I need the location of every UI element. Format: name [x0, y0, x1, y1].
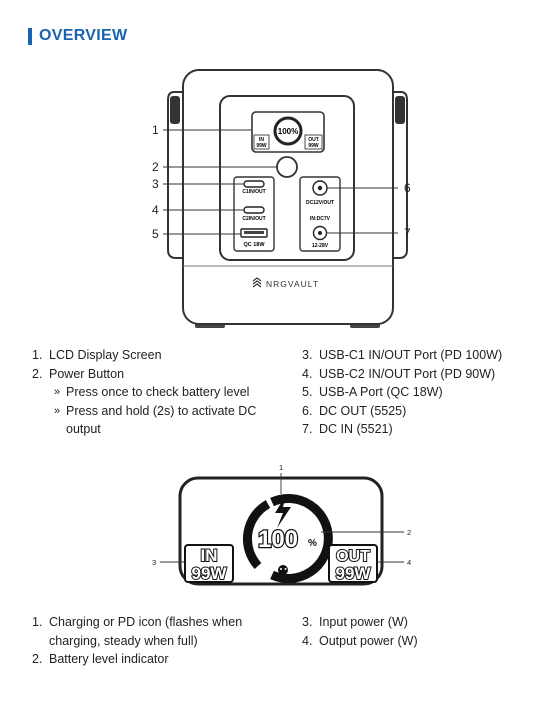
callout-4: 4 — [152, 203, 159, 217]
list-item: 7.DC IN (5521) — [302, 422, 393, 436]
parts-list-left: 1.LCD Display Screen 2.Power Button »Pre… — [32, 346, 266, 439]
mini-lcd-out-label: OUT — [308, 137, 319, 143]
mini-lcd-out-box — [304, 134, 323, 150]
mini-lcd-out-value: 99W — [308, 143, 319, 149]
right-handle — [392, 91, 408, 259]
left-handle-grip — [170, 96, 180, 124]
lcd-callout-1: 1 — [279, 463, 283, 472]
mini-lcd-in-box — [253, 134, 270, 150]
lcd-list-left: 1.Charging or PD icon (flashes when char… — [32, 613, 279, 669]
right-handle-grip — [395, 96, 405, 124]
callout-6: 6 — [404, 181, 411, 195]
lcd-callout-4: 4 — [407, 558, 411, 567]
bullet-icon: » — [54, 404, 61, 417]
power-button-note: »Press once to check battery level — [32, 383, 266, 402]
lcd-in-label: IN — [201, 546, 218, 565]
lcd-list-right: 3.Input power (W) 4.Output power (W) — [302, 613, 418, 650]
list-item: 6.DC OUT (5525) — [302, 403, 407, 418]
dc-in-label-bottom: 12-28V — [312, 243, 329, 249]
left-handle — [167, 91, 183, 259]
list-item: 4.USB-C2 IN/OUT Port (PD 90W) — [302, 366, 496, 381]
lcd-in-value: 99W — [192, 564, 228, 583]
dc-out-pin — [317, 185, 323, 191]
right-port-panel — [299, 176, 341, 252]
list-item: 1.LCD Display Screen — [32, 348, 162, 362]
usb-c2-label: C2IN/OUT — [242, 216, 265, 222]
overview-heading: OVERVIEW — [28, 27, 127, 45]
brand-logo-icon — [252, 277, 262, 288]
lcd-out-box — [328, 544, 378, 583]
brand-name: NRGVAULT — [266, 279, 319, 289]
bullet-icon: » — [54, 386, 61, 398]
usb-a-port-tongue — [244, 231, 264, 234]
usb-c1-label: C1IN/OUT — [242, 189, 265, 195]
lcd-out-label: OUT — [336, 548, 370, 565]
lcd-in-box — [184, 544, 234, 583]
power-button[interactable] — [276, 156, 298, 178]
mini-lcd-in-label: IN — [259, 137, 264, 143]
callout-2: 2 — [152, 160, 159, 174]
usb-c1-port[interactable] — [243, 180, 265, 188]
dc-out-label: DC12V/OUT — [306, 200, 334, 206]
lcd-callout-3: 3 — [152, 558, 156, 567]
mini-lcd-ring — [273, 116, 303, 146]
usb-a-label: QC 18W — [243, 242, 265, 248]
usb-c2-port[interactable] — [243, 206, 265, 214]
dc-in-pin — [318, 231, 322, 235]
callout-7: 7 — [404, 226, 411, 240]
callout-5: 5 — [152, 227, 159, 241]
power-button-note: »Press and hold (2s) to activate DC outp… — [32, 402, 266, 439]
smiley-icon — [278, 565, 288, 575]
list-item: 4.Output power (W) — [302, 633, 418, 648]
list-item: 1.Charging or PD icon (flashes when char… — [32, 615, 243, 648]
charging-bolt-icon — [275, 495, 291, 528]
callout-3: 3 — [152, 177, 159, 191]
list-item: 3.USB-C1 IN/OUT Port (PD 100W) — [302, 348, 503, 362]
callout-1: 1 — [152, 123, 159, 137]
heading-accent-bar — [28, 27, 32, 45]
dc-in-label-top: IN:DC7V — [310, 216, 331, 222]
list-item: 2.Power Button — [32, 366, 125, 381]
list-item: 2.Battery level indicator — [32, 652, 169, 666]
lcd-level-percent: % — [308, 538, 317, 549]
battery-level-ring-left — [242, 500, 271, 570]
lcd-out-value: 99W — [336, 564, 372, 583]
parts-list-right: 3.USB-C1 IN/OUT Port (PD 100W) 4.USB-C2 … — [302, 346, 502, 439]
battery-level-ring — [270, 494, 333, 583]
mini-lcd-in-value: 99W — [256, 143, 267, 149]
list-item: 3.Input power (W) — [302, 615, 408, 629]
lcd-callout-2: 2 — [407, 528, 411, 537]
mini-lcd-level: 100% — [278, 127, 298, 136]
lcd-level-value: 100 — [258, 526, 298, 553]
page-title: OVERVIEW — [39, 27, 128, 44]
list-item: 5.USB-A Port (QC 18W) — [302, 385, 443, 399]
